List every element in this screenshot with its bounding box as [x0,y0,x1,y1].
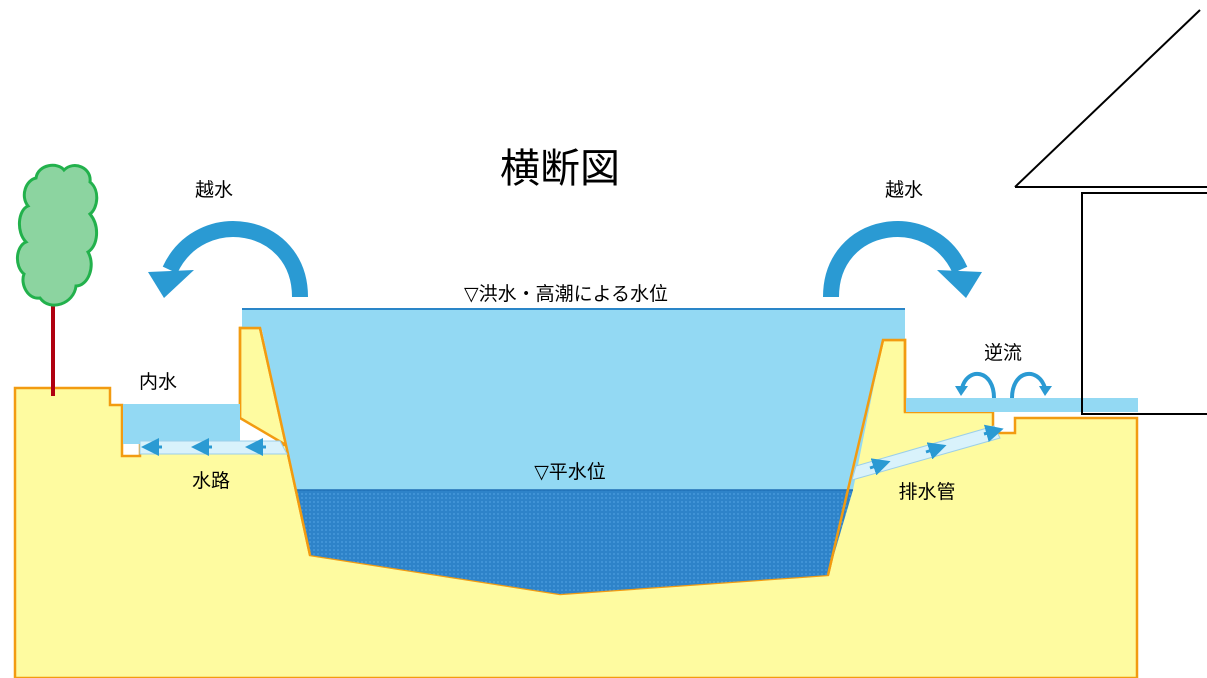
backflow-right-arrow [1010,371,1052,399]
normal-level-label: ▽平水位 [534,461,606,483]
diagram-title: 横断図 [500,146,620,192]
overflow-right-arrow [823,221,982,298]
overflow-right-label: 越水 [885,179,923,201]
inland-water [123,404,240,444]
drain-pipe-label: 排水管 [898,481,955,503]
drain-arrow-1 [869,458,891,476]
drain-arrow-3 [983,424,1004,443]
inland-water-label: 内水 [139,371,177,393]
house-icon [1014,9,1207,415]
flood-water [242,309,905,490]
backflow-label: 逆流 [984,342,1022,364]
left-embankment [238,326,312,556]
backflow-pool [906,398,1138,412]
normal-water [295,490,853,594]
flood-level-label: ▽洪水・高潮による水位 [464,283,668,305]
tree-icon [16,163,99,396]
channel-label: 水路 [192,470,230,492]
backflow-left-arrow [955,371,996,399]
drain-arrow-2 [925,442,947,460]
overflow-left-arrow [148,221,308,298]
overflow-left-label: 越水 [195,179,233,201]
right-embankment [826,338,907,576]
